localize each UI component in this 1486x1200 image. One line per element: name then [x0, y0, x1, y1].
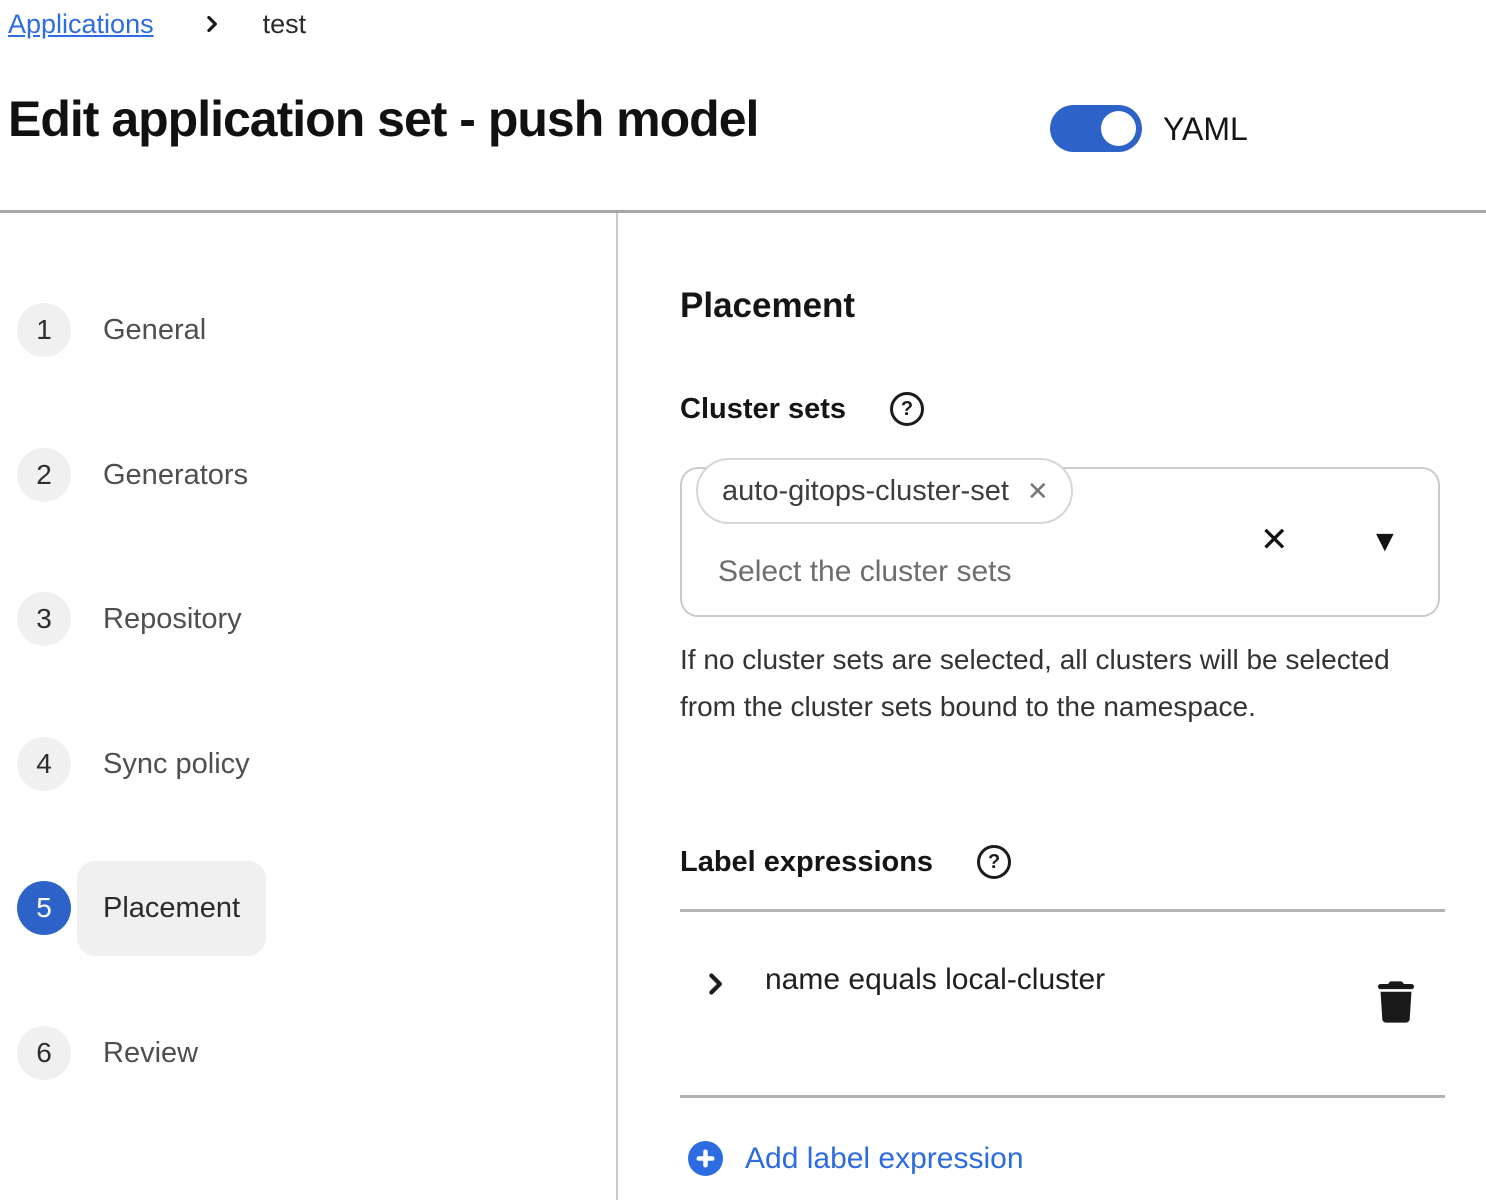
breadcrumb-link-applications[interactable]: Applications — [8, 8, 154, 39]
breadcrumb-separator-icon — [202, 11, 219, 37]
wizard-step-general[interactable]: 1 General — [17, 303, 206, 357]
cluster-set-chip: auto-gitops-cluster-set ✕ — [696, 458, 1073, 524]
cluster-set-chip-label: auto-gitops-cluster-set — [722, 474, 1009, 507]
breadcrumb-current: test — [262, 8, 307, 39]
placement-heading: Placement — [680, 286, 856, 325]
yaml-toggle-knob — [1101, 111, 1136, 146]
cluster-sets-label-row: Cluster sets ? — [680, 392, 925, 426]
label-expressions-label-row: Label expressions ? — [680, 845, 1012, 879]
breadcrumb: Applications test — [8, 4, 306, 44]
expand-expression-icon[interactable] — [704, 967, 723, 1001]
add-label-expression-button[interactable]: Add label expression — [688, 1141, 1024, 1176]
label-expressions-label: Label expressions — [680, 845, 934, 878]
step-number-badge: 6 — [17, 1026, 71, 1080]
yaml-toggle[interactable] — [1050, 105, 1142, 152]
wizard-step-sync-policy[interactable]: 4 Sync policy — [17, 737, 250, 791]
add-label-expression-label: Add label expression — [745, 1141, 1024, 1175]
cluster-sets-multiselect[interactable]: auto-gitops-cluster-set ✕ Select the clu… — [680, 458, 1440, 617]
page-title: Edit application set - push model — [8, 91, 759, 147]
step-label: Review — [103, 1036, 199, 1069]
step-number-badge: 4 — [17, 737, 71, 791]
label-expression-row: name equals local-cluster — [680, 955, 1445, 1023]
expression-summary: name equals local-cluster — [765, 963, 1106, 996]
header-divider — [0, 210, 1486, 213]
step-number-badge: 2 — [17, 448, 71, 502]
wizard-step-generators[interactable]: 2 Generators — [17, 448, 248, 502]
dropdown-caret-icon[interactable]: ▼ — [1370, 525, 1400, 558]
plus-circle-icon — [688, 1141, 723, 1176]
step-label: Generators — [103, 458, 249, 491]
step-label: Sync policy — [103, 747, 250, 780]
delete-expression-trash-icon[interactable] — [1378, 981, 1414, 1023]
yaml-toggle-label: YAML — [1163, 111, 1248, 147]
cluster-sets-helper-text: If no cluster sets are selected, all clu… — [680, 644, 1390, 722]
step-number-badge: 1 — [17, 303, 71, 357]
cluster-sets-placeholder: Select the cluster sets — [718, 555, 1012, 588]
wizard-step-placement[interactable]: 5 Placement — [17, 860, 267, 956]
step-label: Repository — [103, 602, 242, 635]
cluster-sets-help-icon[interactable]: ? — [890, 392, 925, 426]
wizard-step-review[interactable]: 6 Review — [17, 1026, 198, 1080]
step-number-badge: 5 — [17, 881, 71, 935]
wizard-step-repository[interactable]: 3 Repository — [17, 592, 242, 646]
wizard-content-divider — [616, 213, 618, 1200]
label-expressions-divider-top — [680, 909, 1445, 912]
step-number-badge: 3 — [17, 592, 71, 646]
label-expressions-help-icon[interactable]: ? — [977, 845, 1012, 879]
clear-selection-icon[interactable]: ✕ — [1260, 521, 1289, 559]
label-expressions-divider-bottom — [680, 1095, 1445, 1098]
step-label: Placement — [77, 860, 267, 956]
step-label: General — [103, 313, 207, 346]
cluster-sets-label: Cluster sets — [680, 392, 847, 425]
chip-remove-icon[interactable]: ✕ — [1026, 476, 1049, 506]
